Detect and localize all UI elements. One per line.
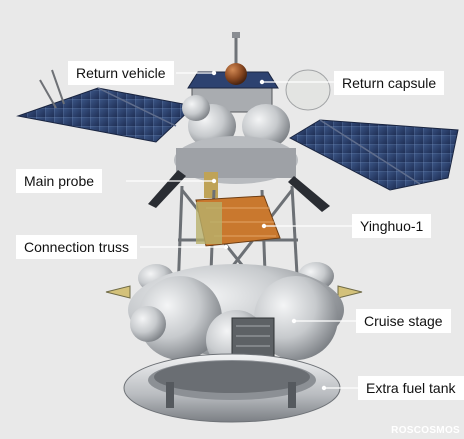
- label-yinghuo-1: Yinghuo-1: [352, 214, 432, 238]
- label-extra-fuel-tank: Extra fuel tank: [358, 376, 464, 400]
- left-thruster: [105, 285, 131, 299]
- label-return-capsule: Return capsule: [334, 71, 445, 95]
- extra-fuel-tank-ring: [123, 353, 341, 423]
- label-main-probe: Main probe: [16, 169, 103, 193]
- label-return-vehicle: Return vehicle: [68, 61, 174, 85]
- yinghuo-1-orbiter: [195, 195, 281, 247]
- right-solar-panel: [288, 119, 459, 191]
- leader-lines: [126, 72, 358, 389]
- label-connection-truss: Connection truss: [16, 235, 138, 259]
- dish-antenna: [285, 69, 331, 111]
- return-capsule-dome: [225, 63, 247, 85]
- right-thruster: [337, 285, 363, 299]
- image-credit: ROSCOSMOS: [391, 425, 460, 436]
- label-cruise-stage: Cruise stage: [356, 309, 451, 333]
